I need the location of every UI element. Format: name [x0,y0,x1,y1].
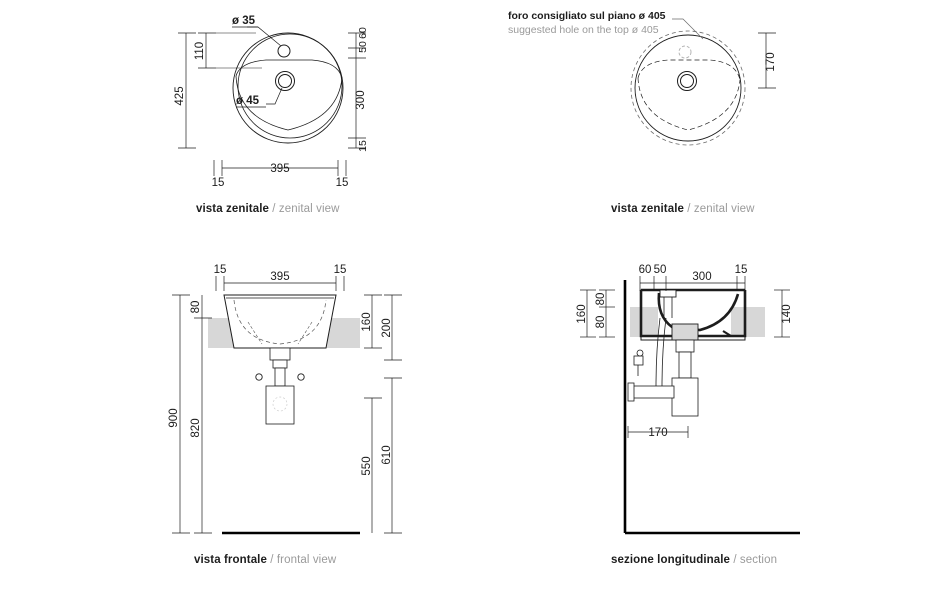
drain-tailpipe [678,351,692,379]
dim-15-left-label: 15 [214,264,227,276]
bowl-back-edge [235,59,343,79]
view-zenital-left: ø 35 ø 45 425 110 50 [174,15,369,189]
dim-300-label: 300 [692,271,711,283]
caption-zenital-right-it: vista zenitale [611,203,684,215]
drain-inner [278,74,292,88]
dim-170-label: 170 [648,427,667,439]
angle-valve-handle [636,349,644,357]
tap-fitting [659,289,677,298]
trap-body [671,377,699,417]
dim-80-label: 80 [190,301,202,314]
view-zenital-right: 170 [630,18,777,146]
caption-frontal-en: frontal view [276,554,337,566]
dim-610-label: 610 [381,445,393,464]
caption-section-en: section [739,554,778,566]
tap-hole-ghost [678,45,692,59]
countertop-block-right [731,307,765,337]
caption-zenital-right-en: zenital view [693,203,755,215]
dim-15-right-label: 15 [357,140,369,152]
dim-80-upper-label: 80 [595,293,607,306]
waste-wall-flange [627,382,635,402]
view-frontal: 395 15 15 900 820 80 160 200 [168,264,402,535]
caption-zenital-left-it: vista zenitale [196,203,269,215]
drain-fitting [671,323,699,341]
drain-pipe [274,367,286,387]
fixing-point-right [297,373,305,381]
tap-hole [277,44,291,58]
dim-900-label: 900 [168,408,180,427]
dim-60-label: 60 [639,264,652,276]
view-section: 60 50 300 15 160 80 80 140 170 [576,264,800,535]
suggested-hole-circle [630,30,746,146]
angle-valve-body [633,355,644,366]
dim-820-label: 820 [190,418,202,437]
bowl-hidden-edge-left [247,321,263,345]
dim-15-left-bottom-label: 15 [212,177,225,189]
dim-80-lower-label: 80 [595,316,607,329]
bowl-front-edge [235,75,343,131]
supply-pipe-hot [655,317,661,387]
drain-flange [269,347,291,361]
dim-15-right-bottom-label: 15 [336,177,349,189]
bowl-hidden-edge-right [297,321,313,345]
dim-160-label: 160 [361,312,373,331]
drain-collar [675,339,695,353]
bowl-back-edge-hidden [637,59,741,81]
caption-section-it: sezione longitudinale [611,554,731,566]
dim-160-label: 160 [576,304,588,323]
dim-395-label: 395 [270,271,289,283]
dim-15-label: 15 [735,264,748,276]
caption-frontal: vista frontale / frontal view [194,554,336,566]
caption-zenital-left-en: zenital view [278,203,340,215]
basin-outer-circle [232,32,344,144]
drain-hole-leader [266,87,283,105]
drain-outer [275,71,295,91]
tap-hole-diameter-label: ø 35 [232,15,256,27]
dim-110-label: 110 [194,42,206,60]
caption-section-sep: / [733,554,737,566]
basin-rim-circle [237,33,343,139]
countertop-block-left [630,307,658,337]
supply-pipe-cold [661,317,667,387]
dim-200-label: 200 [381,318,393,337]
suggested-hole-leader [672,18,704,40]
suggested-hole-note-en: suggested hole on the top ø 405 [508,23,659,36]
drain-hole-diameter-label: ø 45 [236,95,260,107]
trap-body [265,385,295,425]
caption-zenital-left: vista zenitale / zenital view [196,203,340,215]
caption-zenital-left-sep: / [272,203,276,215]
bowl-front-edge-hidden [637,77,741,131]
dim-300-label: 300 [355,90,367,109]
waste-pipe-horizontal [631,385,675,399]
bowl-hidden-curve [233,299,327,345]
trap-detail-circle [272,396,288,412]
dim-50-label: 50 [654,264,667,276]
dim-170-label: 170 [765,52,777,71]
tap-hole-leader [247,26,282,47]
caption-zenital-right: vista zenitale / zenital view [611,203,755,215]
dim-550-label: 550 [361,456,373,475]
drain-collar [272,359,288,369]
dim-395-label: 395 [270,163,289,175]
dim-60-label: 60 [357,27,369,39]
caption-frontal-it: vista frontale [194,554,267,566]
bowl-support-rib [722,330,732,337]
caption-frontal-sep: / [270,554,274,566]
basin-outer-circle [634,34,742,142]
dim-15-right-label: 15 [334,264,347,276]
dim-50-label: 50 [357,41,369,53]
fixing-point-left [255,373,263,381]
drain-inner [680,74,694,88]
caption-section: sezione longitudinale / section [611,554,777,566]
suggested-hole-note: foro consigliato sul piano ø 405 suggest… [508,10,666,37]
suggested-hole-note-it: foro consigliato sul piano ø 405 [508,10,666,22]
basin-body-outline [223,294,337,349]
caption-zenital-right-sep: / [687,203,691,215]
dim-140-label: 140 [781,304,793,323]
dim-425-label: 425 [174,86,186,105]
drain-outer [677,71,697,91]
